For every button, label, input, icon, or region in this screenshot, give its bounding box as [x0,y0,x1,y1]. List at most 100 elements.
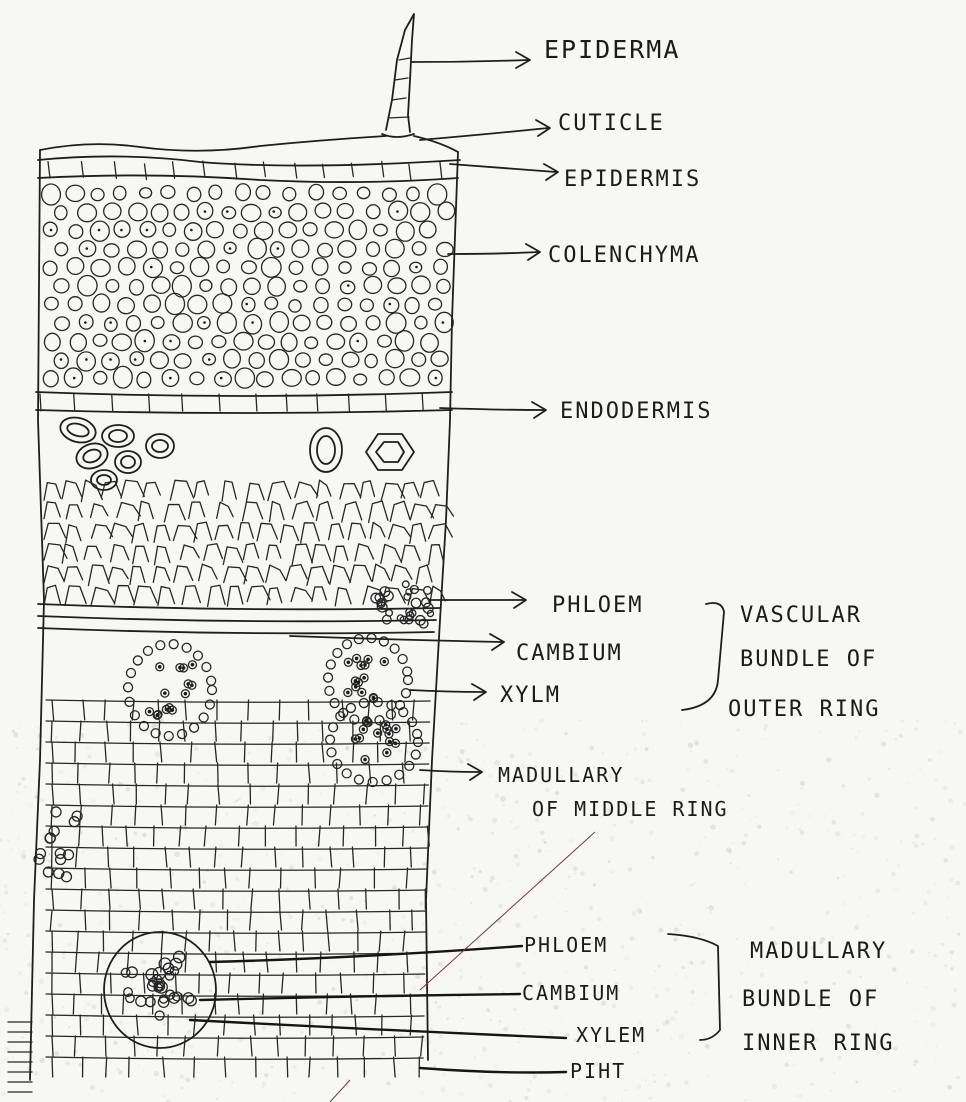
smudge-speck [432,870,437,875]
phloem-cell [424,587,432,595]
smudge-speck [683,1018,684,1019]
grid-cell-wall [132,931,133,951]
smudge-speck [613,824,616,827]
smudge-speck [809,815,811,817]
smudge-speck [18,783,21,786]
smudge-speck [12,813,14,815]
grid-cell-wall [338,889,339,909]
colenchyma-cell [325,222,343,238]
smudge-speck [900,840,903,843]
smudge-speck [584,965,588,969]
smudge-speck [438,929,443,934]
smudge-speck [523,1027,526,1030]
smudge-speck [764,724,769,729]
cell-nucleus [347,284,350,287]
cortex-cell [110,523,133,538]
endodermis-cell-wall [422,394,423,411]
cell-nucleus [251,321,254,324]
smudge-speck [313,916,314,917]
smudge-speck [697,933,701,937]
smudge-speck [402,723,406,727]
colenchyma-cell [388,278,406,294]
smudge-speck [412,830,415,833]
smudge-speck [124,1017,126,1019]
smudge-speck [322,1067,325,1070]
smudge-speck [850,769,852,771]
smudge-speck [589,906,594,911]
grid-cell-wall [366,889,367,909]
grid-cell-wall [215,805,216,825]
smudge-speck [26,933,30,937]
smudge-speck [262,1081,266,1085]
smudge-speck [737,867,738,868]
smudge-speck [837,1055,841,1059]
colenchyma-cell [412,353,426,367]
grid-cell-wall [251,889,253,909]
smudge-speck [830,1027,832,1029]
cortex-cell [266,545,281,560]
smudge-speck [495,882,499,886]
smudge-speck [16,791,19,794]
grid-cell-wall [392,700,393,720]
grid-cell-wall [85,910,86,930]
smudge-speck [569,839,573,843]
grid-cell-wall [139,910,140,930]
cuticle-line [40,136,458,152]
label-xylem-inner: XYLEM [576,1023,646,1047]
bundle-ring-cell [126,669,135,678]
colenchyma-cell [339,262,351,274]
grid-cell-wall [287,1057,288,1077]
grid-cell-wall [297,721,298,741]
smudge-speck [866,914,869,917]
label-colenchyma: COLENCHYMA [548,243,700,268]
smudge-speck [473,807,474,808]
bundle-ring-cell [398,655,407,664]
smudge-speck [858,780,860,782]
smudge-speck [118,904,122,908]
smudge-speck [471,875,474,878]
bundle-ring-cell [395,770,404,779]
colenchyma-cell [43,261,57,275]
cortex-cell [91,587,115,605]
smudge-speck [926,916,927,917]
grid-cell-wall [108,847,109,867]
colenchyma-cell [222,207,236,219]
medullary-grid-cells [46,700,430,1077]
smudge-speck [515,923,520,928]
grid-cell-wall [79,826,80,846]
colenchyma-cell [190,257,208,276]
colenchyma-cell [434,259,448,274]
cell-nucleus [415,266,418,269]
smudge-speck [85,746,90,751]
colenchyma-cell [91,260,110,277]
colenchyma-cell [411,203,430,222]
smudge-speck [438,1006,441,1009]
smudge-speck [886,859,888,861]
cortex-cell [62,481,82,499]
grid-cell-wall [302,847,303,867]
smudge-speck [219,843,224,848]
smudge-speck [686,767,692,773]
smudge-speck [459,1091,464,1096]
grid-cell-wall [320,952,321,972]
smudge-speck [628,867,633,872]
smudge-speck [928,951,931,954]
smudge-speck [347,815,349,817]
colenchyma-cell [174,354,191,368]
cortex-cell [180,545,199,559]
epidermis-cell-wall [145,164,147,180]
cell-nucleus [84,321,87,324]
smudge-speck [675,973,677,975]
smudge-speck [36,748,39,751]
grid-cell-wall [402,763,404,783]
smudge-speck [118,1070,122,1074]
colenchyma-cell [315,203,331,218]
smudge-speck [470,902,472,904]
smudge-speck [706,907,708,909]
smudge-speck [252,822,254,824]
smudge-speck [632,911,637,916]
smudge-speck [700,842,701,843]
colenchyma-cell [366,205,380,219]
smudge-speck [436,787,441,792]
smudge-speck [467,814,470,817]
